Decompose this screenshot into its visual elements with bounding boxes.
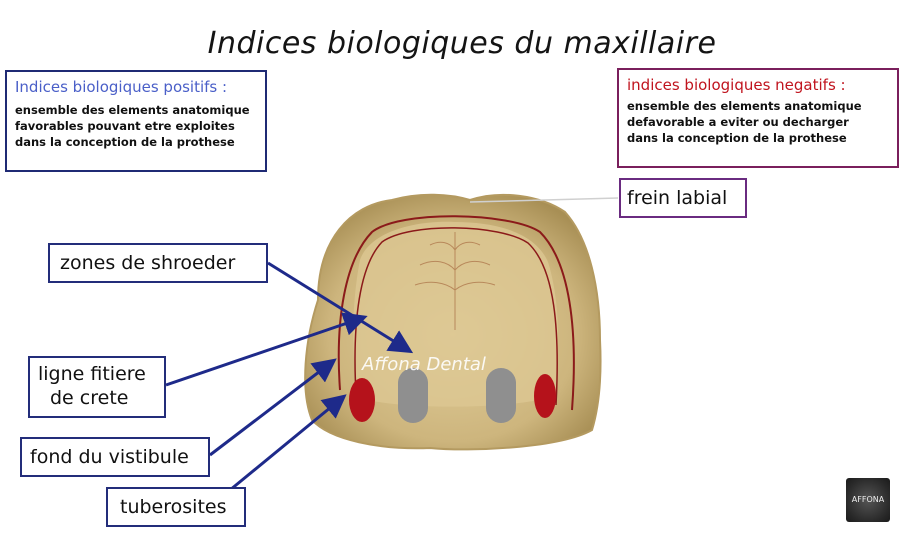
schroeder-zone-right <box>486 368 516 423</box>
palatal-rugae <box>414 232 496 330</box>
palate-area <box>353 221 559 407</box>
tuberosity-right <box>534 374 556 418</box>
schroeder-zone-left <box>398 368 428 423</box>
positive-line-1: ensemble des elements anatomique <box>15 103 250 117</box>
negative-line-3: dans la conception de la prothese <box>627 131 847 145</box>
crest-line-inner <box>354 227 558 406</box>
negative-indices-box: indices biologiques negatifs : ensemble … <box>617 68 899 168</box>
positive-indices-text: ensemble des elements anatomique favorab… <box>15 102 257 150</box>
page-title: Indices biologiques du maxillaire <box>207 26 717 61</box>
negative-indices-heading: indices biologiques negatifs : <box>627 76 846 94</box>
arrow-shroeder <box>267 261 414 354</box>
label-ligne-fitiere: ligne fitiere de crete <box>28 356 166 418</box>
arrow-fond-vestibule <box>209 358 337 457</box>
positive-indices-box: Indices biologiques positifs : ensemble … <box>5 70 267 172</box>
positive-line-2: favorables pouvant etre exploites <box>15 119 235 133</box>
label-ligne-line-2: de crete <box>50 387 129 409</box>
positive-indices-heading: Indices biologiques positifs : <box>15 78 228 96</box>
arrow-tuberosites <box>229 394 347 492</box>
tuberosity-left <box>349 378 375 422</box>
affona-logo: AFFONA <box>846 478 890 522</box>
arrow-ligne-fitiere <box>165 312 368 387</box>
crest-line-outer <box>337 215 575 411</box>
frein-labial-leader <box>469 197 619 203</box>
positive-line-3: dans la conception de la prothese <box>15 135 235 149</box>
negative-line-2: defavorable a eviter ou decharger <box>627 115 849 129</box>
label-ligne-line-1: ligne fitiere <box>38 363 146 385</box>
label-fond-du-vistibule: fond du vistibule <box>20 437 210 477</box>
label-tuberosites: tuberosites <box>106 487 246 527</box>
watermark-text: Affona Dental <box>361 354 486 375</box>
negative-line-1: ensemble des elements anatomique <box>627 99 862 113</box>
label-frein-labial: frein labial <box>619 178 747 218</box>
negative-indices-text: ensemble des elements anatomique defavor… <box>627 98 889 146</box>
label-zones-de-shroeder: zones de shroeder <box>48 243 268 283</box>
